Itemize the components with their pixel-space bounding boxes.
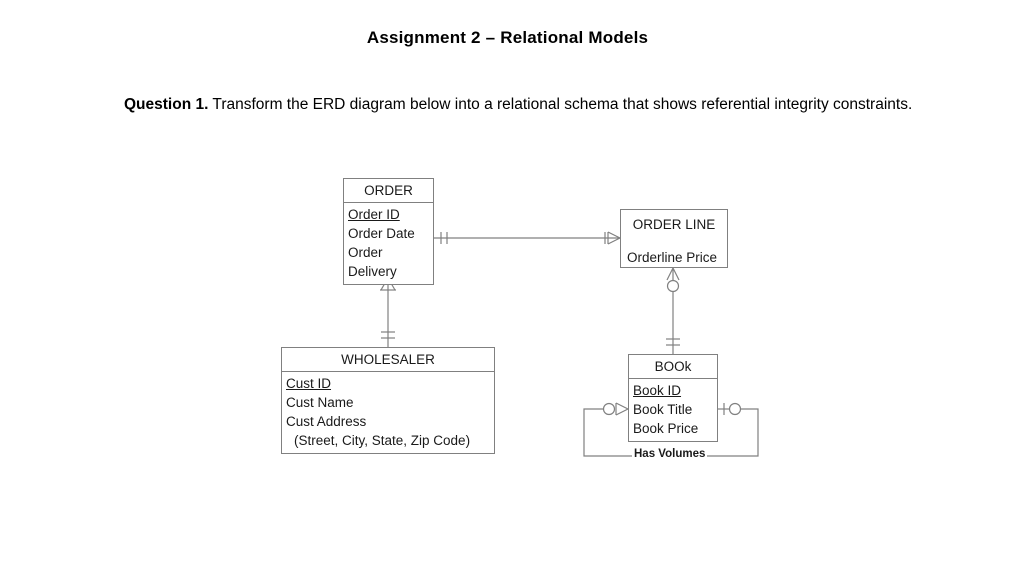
entity-wholesaler-attributes: Cust ID Cust Name Cust Address (Street, … — [282, 372, 494, 453]
attribute-cust-name: Cust Name — [286, 395, 354, 410]
entity-order-line-title: ORDER LINE — [632, 217, 716, 232]
question-paragraph: Question 1. Transform the ERD diagram be… — [124, 93, 914, 116]
connector-order-orderline — [434, 231, 621, 245]
attribute-book-id: Book ID — [633, 383, 682, 398]
relationship-label-has-volumes: Has Volumes — [632, 448, 708, 460]
erd-connector-layer — [380, 231, 759, 457]
page-title: Assignment 2 – Relational Models — [366, 28, 649, 47]
entity-wholesaler[interactable]: WHOLESALER Cust ID Cust Name Cust Addres… — [281, 347, 495, 454]
attribute-cust-address-detail: (Street, City, State, Zip Code) — [294, 433, 471, 448]
question-body-text: Transform the ERD diagram below into a r… — [208, 96, 913, 113]
entity-book-attributes: Book ID Book Title Book Price — [629, 379, 717, 441]
attribute-book-title: Book Title — [633, 402, 693, 417]
attribute-orderline-price: Orderline Price — [627, 250, 718, 265]
attribute-book-price: Book Price — [633, 421, 699, 436]
entity-wholesaler-title: WHOLESALER — [282, 348, 494, 372]
attribute-delivery: Delivery — [348, 264, 397, 279]
erd-diagram: ORDER Order ID Order Date Order Delivery… — [0, 150, 1015, 490]
entity-order-attributes: Order ID Order Date Order Delivery — [344, 203, 433, 284]
attribute-order-id: Order ID — [348, 207, 400, 222]
connector-orderline-book — [666, 267, 680, 354]
question-number-label: Question 1. — [124, 96, 209, 113]
entity-book[interactable]: BOOk Book ID Book Title Book Price — [628, 354, 718, 442]
attribute-cust-address: Cust Address — [286, 414, 367, 429]
attribute-order-date: Order Date — [348, 226, 415, 241]
attribute-order: Order — [348, 245, 383, 260]
entity-book-title: BOOk — [629, 355, 717, 379]
attribute-cust-id: Cust ID — [286, 376, 332, 391]
entity-order-line[interactable]: ORDER LINE Orderline Price — [620, 209, 728, 268]
connector-order-wholesaler — [380, 277, 396, 347]
entity-order[interactable]: ORDER Order ID Order Date Order Delivery — [343, 178, 434, 285]
entity-order-title: ORDER — [344, 179, 433, 203]
